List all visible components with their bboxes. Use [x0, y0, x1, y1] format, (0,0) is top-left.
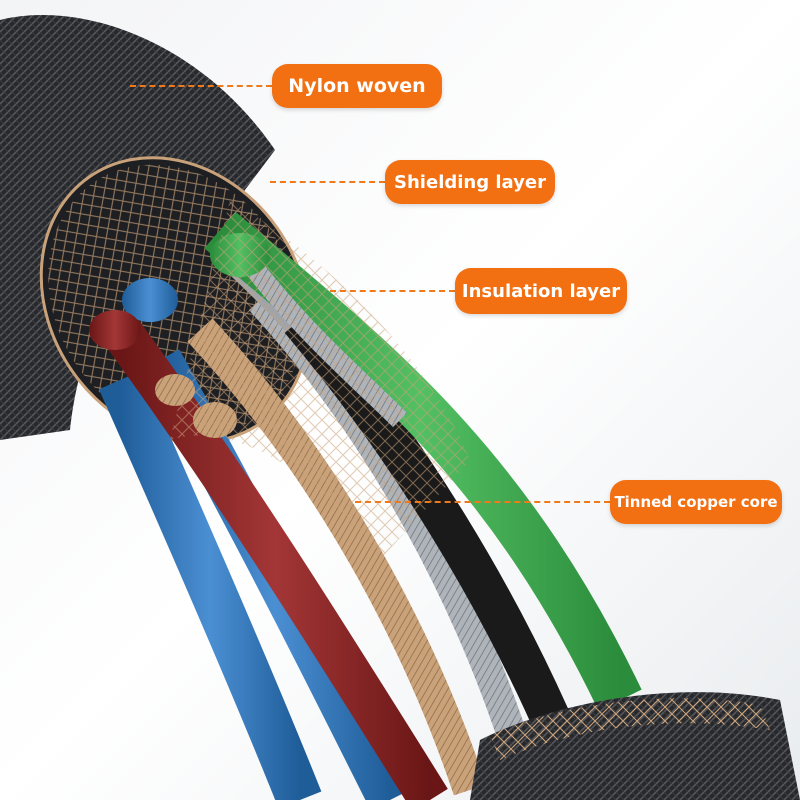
callout-shielding-layer: Shielding layer — [270, 160, 555, 204]
label-shielding-layer: Shielding layer — [385, 160, 555, 204]
callout-leader — [270, 181, 385, 183]
callout-tinned-copper-core: Tinned copper core — [355, 480, 782, 524]
label-nylon-woven: Nylon woven — [272, 64, 442, 108]
label-insulation-layer: Insulation layer — [455, 268, 627, 314]
bottom-braid-mesh — [490, 698, 770, 760]
red-wire-end — [89, 310, 141, 350]
callout-leader — [355, 501, 610, 503]
callout-leader — [330, 290, 455, 292]
inner-shield-mesh — [170, 200, 470, 560]
callout-insulation-layer: Insulation layer — [330, 268, 627, 314]
callout-nylon-woven: Nylon woven — [130, 64, 442, 108]
callout-leader — [130, 85, 272, 87]
blue-wire-end — [122, 278, 178, 322]
label-tinned-copper-core: Tinned copper core — [610, 480, 782, 524]
